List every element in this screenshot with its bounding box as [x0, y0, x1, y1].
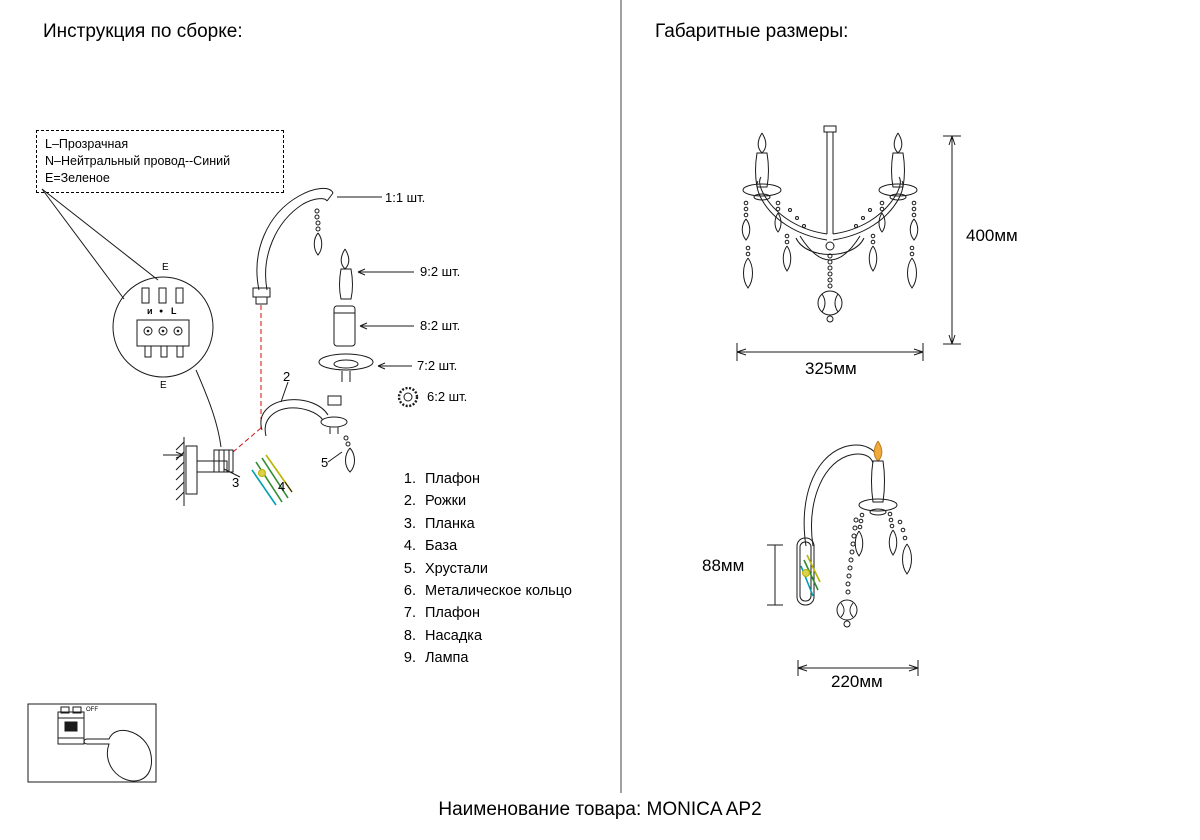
part-label: Рожки	[425, 493, 467, 510]
front-view-drawing	[741, 125, 919, 323]
parts-list-item: 4. База	[394, 535, 572, 557]
part-number: 8.	[403, 627, 416, 644]
pointer-number-3: 3	[232, 475, 240, 490]
part-number: 1.	[403, 471, 416, 487]
parts-list-item: 1. Плафон	[394, 468, 572, 490]
switch-hand-drawing	[27, 703, 157, 783]
dimension-front-width: 325мм	[805, 359, 857, 378]
callout-ring-qty: 6:2 шт.	[427, 389, 468, 404]
wire-legend-line-l: L–Прозрачная	[45, 137, 129, 151]
side-view-drawing	[796, 440, 912, 628]
terminal-label-e-bottom: E	[160, 380, 167, 391]
part-label: Планка	[425, 515, 475, 532]
pointer-number-5: 5	[321, 455, 329, 470]
parts-list-item: 9. Лампа	[394, 647, 572, 669]
parts-list-item: 8. Насадка	[394, 625, 572, 647]
part-label: Металическое кольцо	[425, 583, 572, 600]
dimension-side-width: 220мм	[831, 672, 883, 691]
parts-list-item: 5. Хрустали	[394, 558, 572, 580]
bobeche-drawing	[318, 353, 374, 382]
wire-legend-box: L–Прозрачная N–Нейтральный провод--Синий…	[36, 130, 284, 193]
callout-arm-qty: 1:1 шт.	[385, 190, 426, 205]
part-number: 9.	[403, 650, 416, 667]
pointer-number-2: 2	[283, 369, 291, 384]
terminal-detail-drawing	[112, 276, 214, 378]
ring-drawing	[397, 386, 419, 408]
parts-list-item: 6. Металическое кольцо	[394, 580, 572, 602]
part-number: 2.	[403, 493, 416, 510]
dimension-front-height: 400мм	[966, 226, 1018, 245]
parts-list-item: 7. Плафон	[394, 602, 572, 624]
terminal-label-l: L	[171, 306, 177, 316]
wire-legend-line-e: E=Зеленое	[45, 170, 110, 185]
callout-lamp-qty: 9:2 шт.	[420, 264, 461, 279]
assembled-arm-drawing	[260, 395, 355, 473]
assembly-section-title: Инструкция по сборке:	[43, 21, 243, 42]
part-label: Хрустали	[425, 560, 489, 577]
part-label: Насадка	[425, 627, 483, 644]
part-number: 6.	[403, 583, 416, 600]
parts-list-item: 3. Планка	[394, 513, 572, 535]
part-number: 7.	[403, 605, 416, 622]
parts-list: 1. Плафон 2. Рожки 3. Планка 4. База 5. Хруст…	[394, 468, 572, 670]
callout-bobeche-qty: 7:2 шт.	[417, 358, 458, 373]
terminal-label-i: и	[147, 306, 153, 316]
part-label: Лампа	[425, 650, 469, 667]
product-name: Наименование товара: MONICA AP2	[438, 799, 762, 820]
part-label: Плафон	[425, 471, 480, 487]
dimensions-section-title: Габаритные размеры:	[655, 21, 849, 42]
part-label: База	[425, 538, 458, 555]
bracket-drawing	[163, 437, 234, 506]
front-dimension-lines	[736, 135, 961, 361]
side-dimension-lines	[767, 544, 919, 676]
pointer-number-4: 4	[278, 479, 286, 494]
callout-nozzle-qty: 8:2 шт.	[420, 318, 461, 333]
part-number: 5.	[403, 560, 416, 577]
part-label: Плафон	[425, 605, 480, 622]
dimension-side-height: 88мм	[702, 556, 745, 575]
arm-drawing	[252, 188, 334, 305]
part-number: 3.	[403, 515, 416, 532]
switch-off-label: OFF	[86, 707, 98, 713]
wire-legend-line-n: N–Нейтральный провод--Синий	[45, 153, 231, 168]
nozzle-drawing	[333, 305, 356, 347]
part-number: 4.	[403, 538, 416, 555]
parts-list-item: 2. Рожки	[394, 490, 572, 512]
assembly-guides	[232, 305, 262, 453]
terminal-label-e-top: E	[162, 262, 169, 273]
crystal-color-drawing	[251, 454, 293, 506]
terminal-dot: ●	[159, 308, 164, 315]
lamp-drawing	[339, 248, 353, 300]
